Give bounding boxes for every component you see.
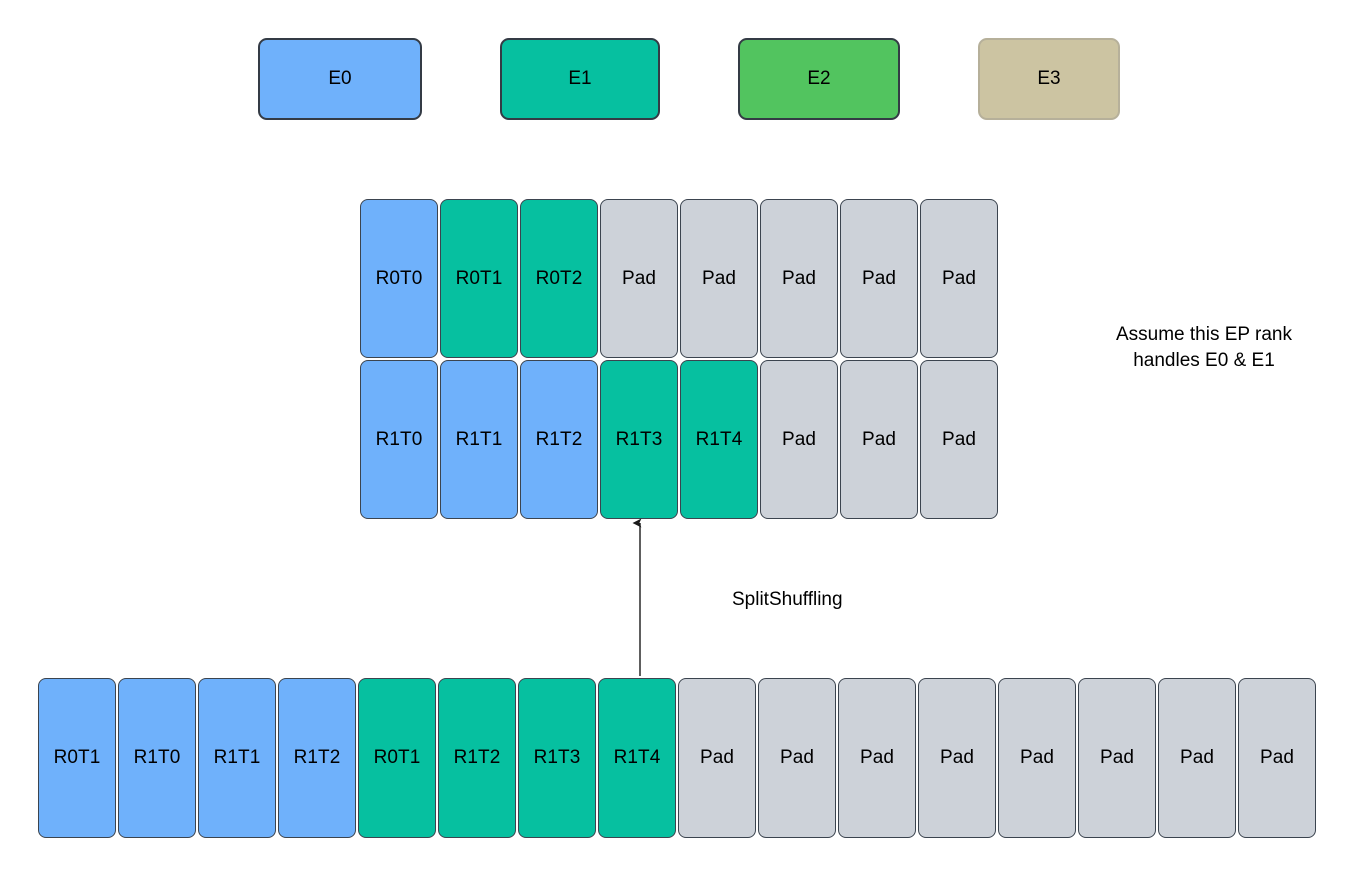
grid-cell[interactable]: R1T4 <box>680 360 758 519</box>
grid-cell-label: R1T0 <box>375 428 423 450</box>
strip-cell[interactable]: R0T1 <box>358 678 436 838</box>
strip-cell[interactable]: R1T2 <box>438 678 516 838</box>
grid-cell[interactable]: Pad <box>840 199 918 358</box>
strip-cell-label: Pad <box>859 747 895 768</box>
grid-cell-label: Pad <box>941 267 977 289</box>
grid-cell[interactable]: R1T3 <box>600 360 678 519</box>
strip-cell-label: R1T4 <box>613 747 661 768</box>
splitshuffling-label: SplitShuffling <box>732 589 843 610</box>
strip-cell-label: R1T2 <box>453 747 501 768</box>
legend-box-e3[interactable]: E3 <box>978 38 1120 120</box>
grid-cell[interactable]: Pad <box>680 199 758 358</box>
strip-cell-label: Pad <box>1099 747 1135 768</box>
strip-cell[interactable]: Pad <box>918 678 996 838</box>
strip-cell[interactable]: Pad <box>998 678 1076 838</box>
legend-box-e2[interactable]: E2 <box>738 38 900 120</box>
legend-box-e0[interactable]: E0 <box>258 38 422 120</box>
strip-cell[interactable]: Pad <box>1078 678 1156 838</box>
strip-cell-label: R1T1 <box>213 747 261 768</box>
strip-cell-label: Pad <box>1259 747 1295 768</box>
strip-cell-label: Pad <box>1019 747 1055 768</box>
grid-cell[interactable]: Pad <box>760 199 838 358</box>
strip-cell[interactable]: R1T3 <box>518 678 596 838</box>
legend-box-e1[interactable]: E1 <box>500 38 660 120</box>
strip-cell[interactable]: Pad <box>1158 678 1236 838</box>
grid-cell-label: R1T4 <box>695 428 743 450</box>
grid-cell[interactable]: Pad <box>840 360 918 519</box>
grid-cell-label: R0T2 <box>535 267 583 289</box>
strip-cell-label: R1T3 <box>533 747 581 768</box>
strip-cell-label: Pad <box>939 747 975 768</box>
strip-cell[interactable]: Pad <box>1238 678 1316 838</box>
grid-cell-label: R1T2 <box>535 428 583 450</box>
strip-cell-label: R1T2 <box>293 747 341 768</box>
grid-cell[interactable]: Pad <box>920 360 998 519</box>
grid-cell-label: Pad <box>621 267 657 289</box>
strip-cell-label: R0T1 <box>53 747 101 768</box>
strip-cell[interactable]: R1T2 <box>278 678 356 838</box>
strip-cell[interactable]: Pad <box>758 678 836 838</box>
strip-cell[interactable]: R1T1 <box>198 678 276 838</box>
ep-rank-note: Assume this EP rank handles E0 & E1 <box>1115 324 1292 371</box>
legend-label: E2 <box>807 68 831 89</box>
grid-cell-label: Pad <box>781 267 817 289</box>
grid-cell[interactable]: Pad <box>760 360 838 519</box>
grid-cell[interactable]: R1T2 <box>520 360 598 519</box>
grid-cell[interactable]: R0T2 <box>520 199 598 358</box>
strip-cell-label: Pad <box>699 747 735 768</box>
legend-label: E1 <box>568 68 592 89</box>
grid-cell-label: R1T1 <box>455 428 503 450</box>
grid-cell[interactable]: R0T0 <box>360 199 438 358</box>
strip-cell-label: R0T1 <box>373 747 421 768</box>
grid-cell-label: R1T3 <box>615 428 663 450</box>
strip-cell[interactable]: Pad <box>678 678 756 838</box>
strip-cell[interactable]: R1T4 <box>598 678 676 838</box>
strip-cell[interactable]: Pad <box>838 678 916 838</box>
grid-cell[interactable]: R1T0 <box>360 360 438 519</box>
grid-cell-label: Pad <box>861 428 897 450</box>
grid-cell-label: Pad <box>701 267 737 289</box>
grid-cell-label: R0T1 <box>455 267 503 289</box>
strip-cell-label: Pad <box>1179 747 1215 768</box>
grid-cell[interactable]: Pad <box>920 199 998 358</box>
grid-cell-label: Pad <box>861 267 897 289</box>
strip-cell[interactable]: R1T0 <box>118 678 196 838</box>
strip-cell[interactable]: R0T1 <box>38 678 116 838</box>
legend-label: E3 <box>1037 68 1061 89</box>
legend-label: E0 <box>328 68 352 89</box>
strip-cell-label: R1T0 <box>133 747 181 768</box>
strip-cell-label: Pad <box>779 747 815 768</box>
grid-cell-label: R0T0 <box>375 267 423 289</box>
grid-cell-label: Pad <box>941 428 977 450</box>
grid-cell[interactable]: R1T1 <box>440 360 518 519</box>
grid-cell[interactable]: Pad <box>600 199 678 358</box>
grid-cell[interactable]: R0T1 <box>440 199 518 358</box>
grid-cell-label: Pad <box>781 428 817 450</box>
